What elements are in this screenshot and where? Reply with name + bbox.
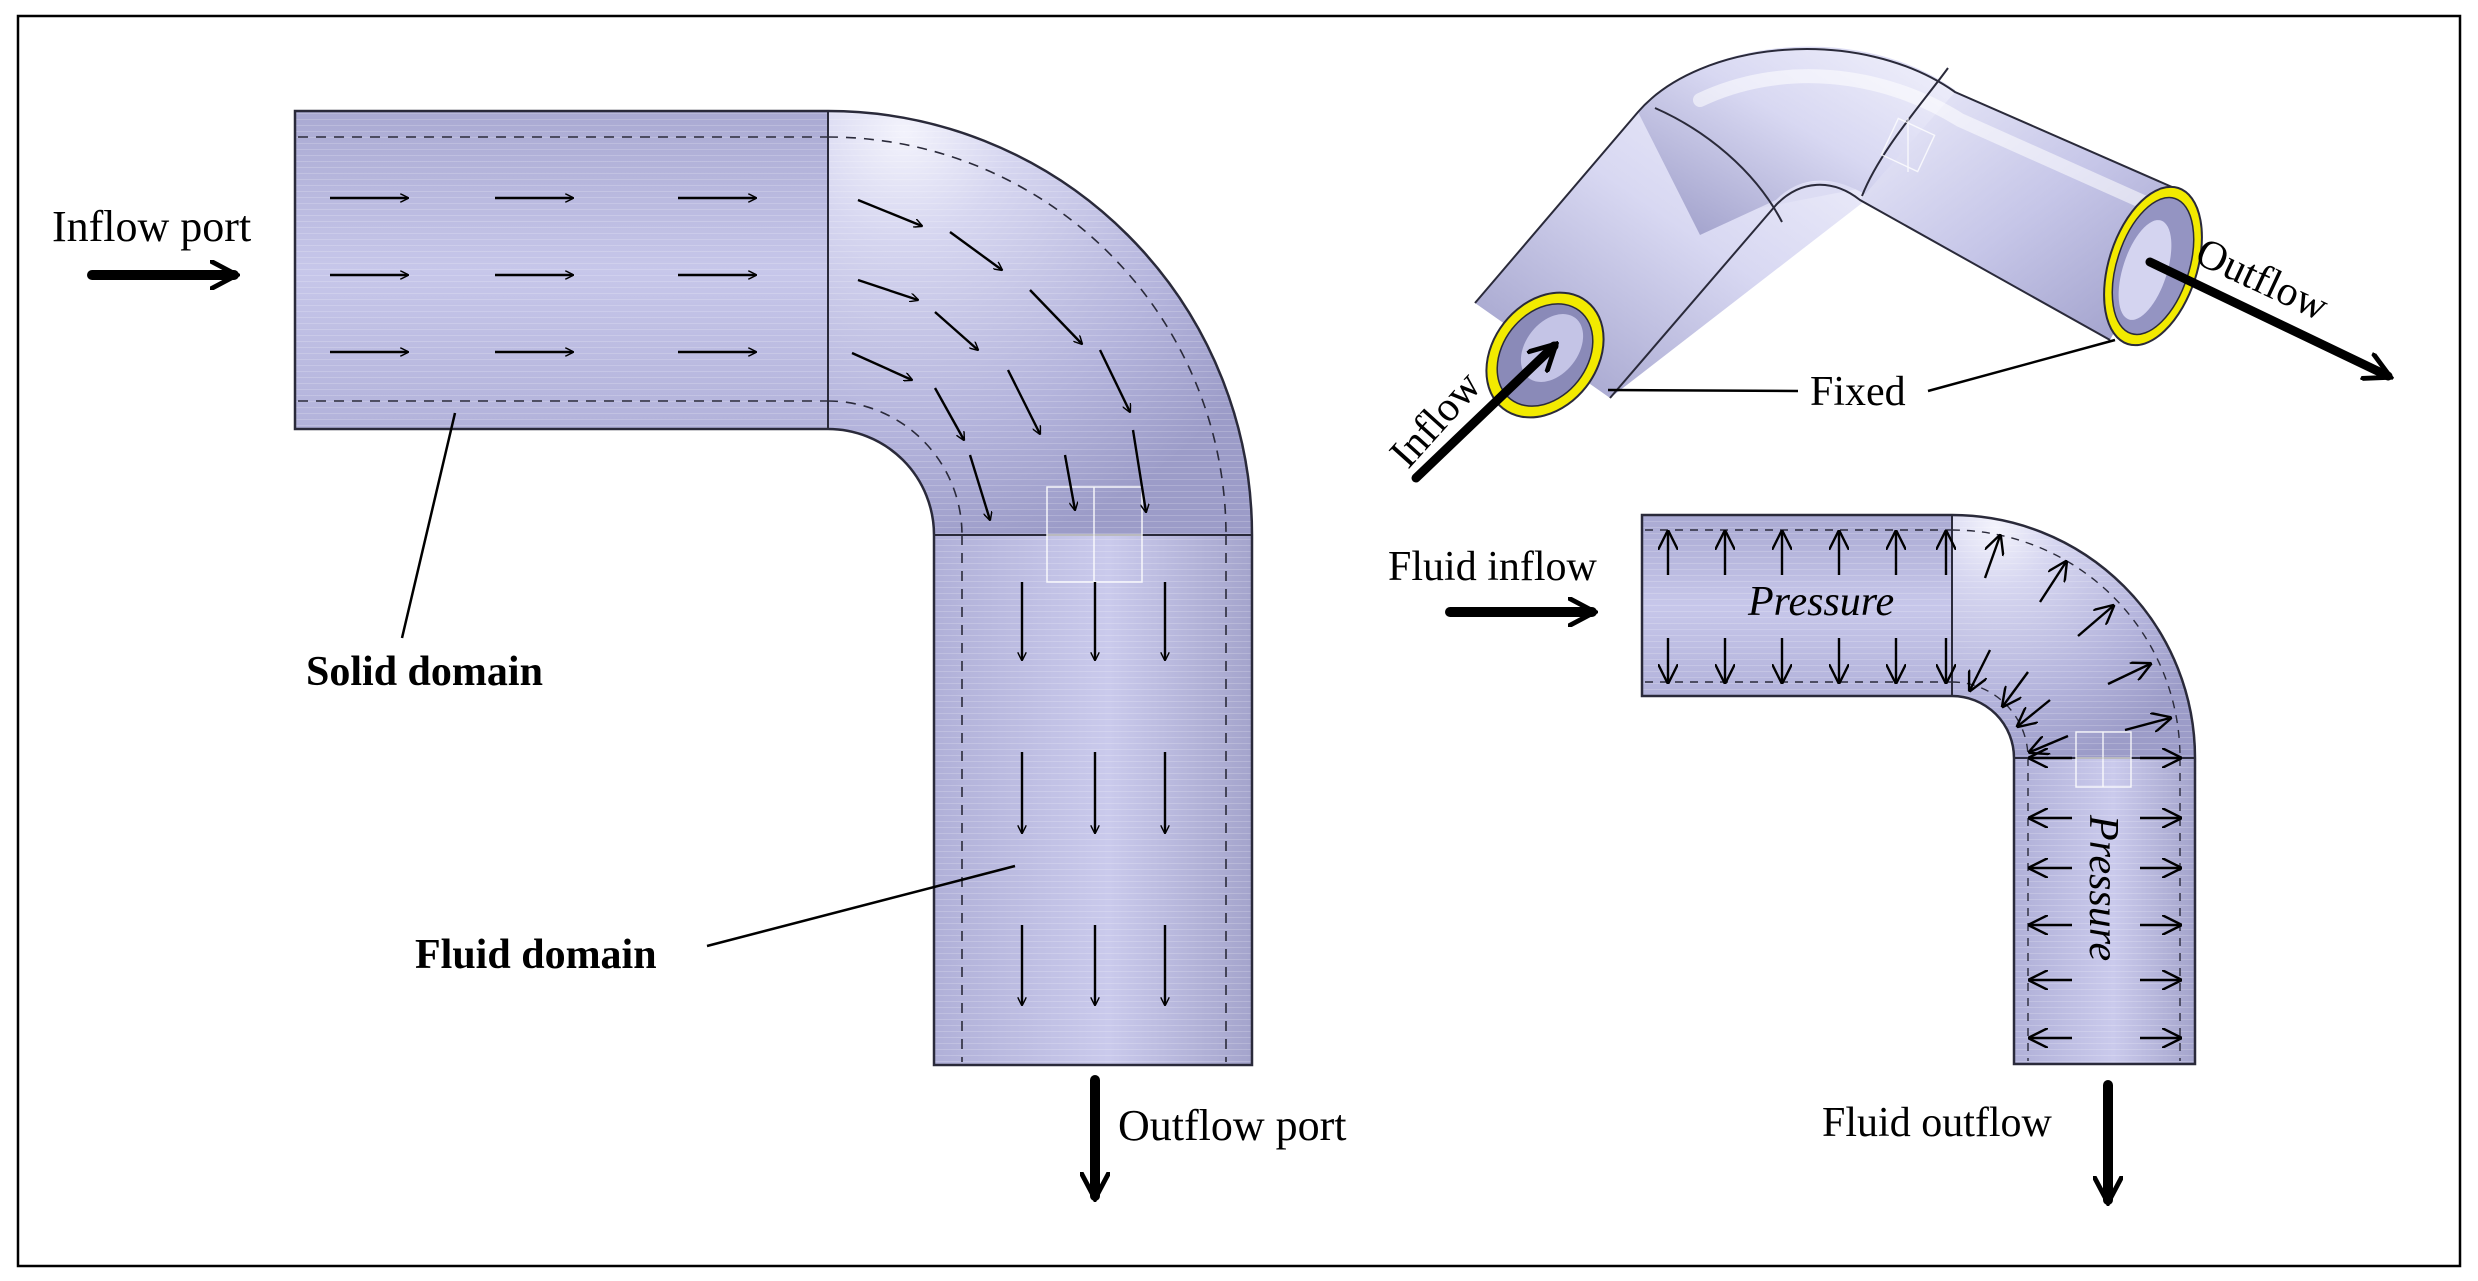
solid-domain-leader [400, 412, 457, 639]
left-pipe-bend: Inflow port Solid domain Fluid domain Ou… [52, 109, 1347, 1196]
fixed-label: Fixed [1810, 369, 1906, 415]
outflow-port-label: Outflow port [1118, 1101, 1347, 1150]
left-flow-arrows [330, 198, 1165, 1005]
3d-inflow-arrow [1411, 346, 1554, 483]
pressure-label-horizontal: Pressure [1747, 579, 1894, 625]
left-wall-dashed-lines [298, 136, 1227, 1062]
fluid-domain-leader [706, 864, 1016, 948]
fluid-domain-label: Fluid domain [415, 932, 657, 978]
pressure-label-vertical: Pressure [2080, 814, 2126, 961]
right-3d-pipe: Inflow Outflow Fixed [1381, 46, 2388, 483]
figure-frame [16, 14, 2462, 1268]
fluid-outflow-label: Fluid outflow [1822, 1100, 2053, 1146]
3d-outflow-arrow [2145, 257, 2388, 376]
inflow-port-label: Inflow port [52, 202, 251, 251]
pressure-arrows [1668, 532, 2180, 1038]
solid-domain-label: Solid domain [306, 649, 543, 695]
right-pressure-bend: Fluid inflow Pressure Pressure Fluid out… [1388, 513, 2197, 1200]
fluid-inflow-label: Fluid inflow [1388, 544, 1598, 590]
